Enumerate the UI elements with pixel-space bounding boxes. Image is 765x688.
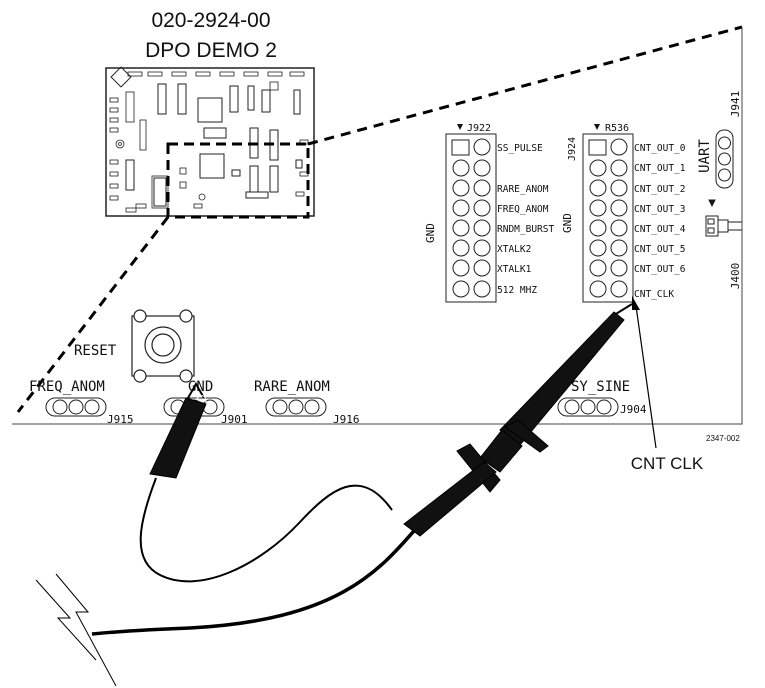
connector-designator: J901 xyxy=(221,413,248,426)
connector-j915 xyxy=(45,397,107,417)
j924-pin-label: CNT_OUT_0 xyxy=(634,143,686,154)
reset-button xyxy=(131,309,195,383)
j922-gnd-label: GND xyxy=(424,223,437,243)
j924-gnd-label: GND xyxy=(561,213,574,233)
j400-designator: J400 xyxy=(729,263,742,290)
j924-pin-label: CNT_CLK xyxy=(634,289,674,300)
j924-pin-label: CNT_OUT_2 xyxy=(634,184,685,195)
j922-pin-label: RARE_ANOM xyxy=(497,184,549,195)
j922-pin-label: 512 MHZ xyxy=(497,285,537,296)
j922-pin-label: SS_PULSE xyxy=(497,143,543,154)
connector-j904 xyxy=(557,397,619,417)
figure-id: 2347-002 xyxy=(706,434,740,443)
j922-pin-label: XTALK1 xyxy=(497,264,532,275)
j924-pin-label: CNT_OUT_6 xyxy=(634,264,686,275)
j400-connector xyxy=(705,199,742,237)
pin1-marker-icon xyxy=(594,124,600,130)
connector-designator: J915 xyxy=(107,413,134,426)
uart-connector xyxy=(715,129,734,189)
probe-body xyxy=(403,303,633,537)
enlarged-board-edge xyxy=(12,27,743,425)
bottom-connectors: FREQ_ANOM J915 GND J901 RARE_ANOM J916 S… xyxy=(29,379,647,426)
connector-label: FREQ_ANOM xyxy=(29,379,105,395)
uart-label: UART xyxy=(697,139,713,173)
board-name: DPO DEMO 2 xyxy=(145,39,277,62)
j922-pin-label: RNDM_BURST xyxy=(497,224,554,235)
connector-label: SY_SINE xyxy=(571,379,630,395)
board-part-number: 020-2924-00 xyxy=(151,9,270,32)
j922-designator: J922 xyxy=(467,123,491,134)
connector-label: GND xyxy=(188,379,213,395)
cnt-clk-callout: CNT CLK xyxy=(631,454,704,473)
j924-pin-label: CNT_OUT_3 xyxy=(634,204,685,215)
r536-label: R536 xyxy=(605,123,629,134)
probe-cable xyxy=(91,477,422,636)
connector-label: RARE_ANOM xyxy=(254,379,330,395)
reset-label: RESET xyxy=(74,343,117,359)
j924-pin-label: CNT_OUT_5 xyxy=(634,244,685,255)
board-thumbnail xyxy=(105,66,315,219)
j924-pin-label: CNT_OUT_4 xyxy=(634,224,686,235)
header-j922: J922 GND SS_PULSE RARE_ANOM FREQ_ANOM RN… xyxy=(424,123,554,303)
j924-designator: J924 xyxy=(567,137,578,161)
header-j924: R536 J924 GND CNT_OUT_0 CNT_OUT_1 CNT_OU… xyxy=(561,123,686,303)
zoom-lines xyxy=(16,25,743,413)
connector-j916 xyxy=(265,397,327,417)
j922-pin-label: FREQ_ANOM xyxy=(497,204,549,215)
cable-break-icon xyxy=(35,573,117,687)
j924-pin-label: CNT_OUT_1 xyxy=(634,163,686,174)
j922-pin-label: XTALK2 xyxy=(497,244,531,255)
connector-designator: J916 xyxy=(333,413,360,426)
connector-designator: J904 xyxy=(620,403,647,416)
pin1-marker-icon xyxy=(457,124,463,130)
cnt-clk-callout-arrow xyxy=(632,296,657,449)
ground-clip xyxy=(149,381,207,479)
j941-designator: J941 xyxy=(729,91,742,118)
